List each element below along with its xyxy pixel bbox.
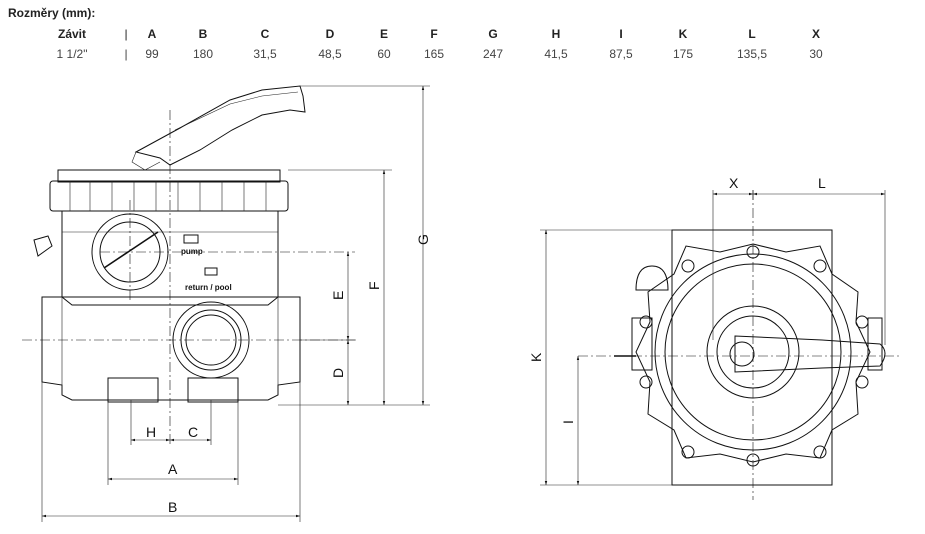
header-a: A — [147, 27, 157, 41]
header-g: G — [488, 27, 498, 41]
dim-c-label: C — [188, 424, 198, 440]
lever-pivot — [131, 151, 161, 171]
header-separator: | — [124, 27, 128, 41]
value-h: 41,5 — [544, 47, 568, 61]
header-d: D — [325, 27, 335, 41]
lid-band — [49, 180, 289, 212]
value-separator: | — [124, 47, 128, 61]
value-a: 99 — [145, 47, 159, 61]
side-dimensions: G F E D H C A B — [41, 85, 431, 522]
lever-handle — [134, 85, 306, 166]
dim-f-label: F — [366, 281, 382, 290]
gauge-needle — [103, 231, 159, 269]
header-b: B — [198, 27, 208, 41]
value-e: 60 — [377, 47, 391, 61]
dim-x-label: X — [729, 175, 739, 191]
value-d: 48,5 — [318, 47, 342, 61]
value-b: 180 — [192, 47, 214, 61]
value-g: 247 — [482, 47, 504, 61]
value-i: 87,5 — [609, 47, 633, 61]
value-x: 30 — [809, 47, 823, 61]
header-thread: Závit — [57, 27, 86, 41]
header-i: I — [619, 27, 623, 41]
header-h: H — [551, 27, 561, 41]
dim-a-label: A — [168, 461, 178, 477]
value-f: 165 — [423, 47, 445, 61]
top-handle — [734, 335, 886, 373]
top-dimensions: X L K I — [528, 175, 886, 486]
dim-i-label: I — [560, 420, 576, 424]
return-pool-label: return / pool — [185, 283, 232, 292]
dimensions-title: Rozměry (mm): — [8, 6, 96, 20]
header-x: X — [811, 27, 820, 41]
side-view: pump return / pool — [22, 85, 355, 445]
value-thread: 1 1/2" — [56, 47, 88, 61]
air-release-valve — [33, 235, 53, 257]
dim-e-label: E — [330, 291, 346, 300]
top-gauge — [635, 265, 669, 291]
bottom-port-left — [107, 377, 159, 403]
dim-l-label: L — [818, 175, 826, 191]
pump-label: pump — [181, 247, 203, 256]
value-l: 135,5 — [736, 47, 768, 61]
dim-b-label: B — [168, 499, 177, 515]
header-c: C — [260, 27, 270, 41]
lever-handle-ridge — [174, 91, 299, 131]
dim-k-label: K — [528, 352, 544, 362]
bottom-port-right — [187, 377, 239, 403]
dim-d-label: D — [330, 368, 346, 378]
top-view — [578, 190, 900, 500]
lower-body — [41, 296, 301, 401]
dim-h-label: H — [146, 424, 156, 440]
header-k: K — [678, 27, 688, 41]
header-f: F — [430, 27, 438, 41]
lid-top — [57, 169, 281, 183]
value-c: 31,5 — [253, 47, 277, 61]
dim-g-label: G — [415, 234, 431, 245]
value-k: 175 — [672, 47, 694, 61]
lid-ribs — [69, 181, 267, 211]
header-e: E — [379, 27, 388, 41]
header-l: L — [748, 27, 756, 41]
top-body — [671, 229, 833, 486]
